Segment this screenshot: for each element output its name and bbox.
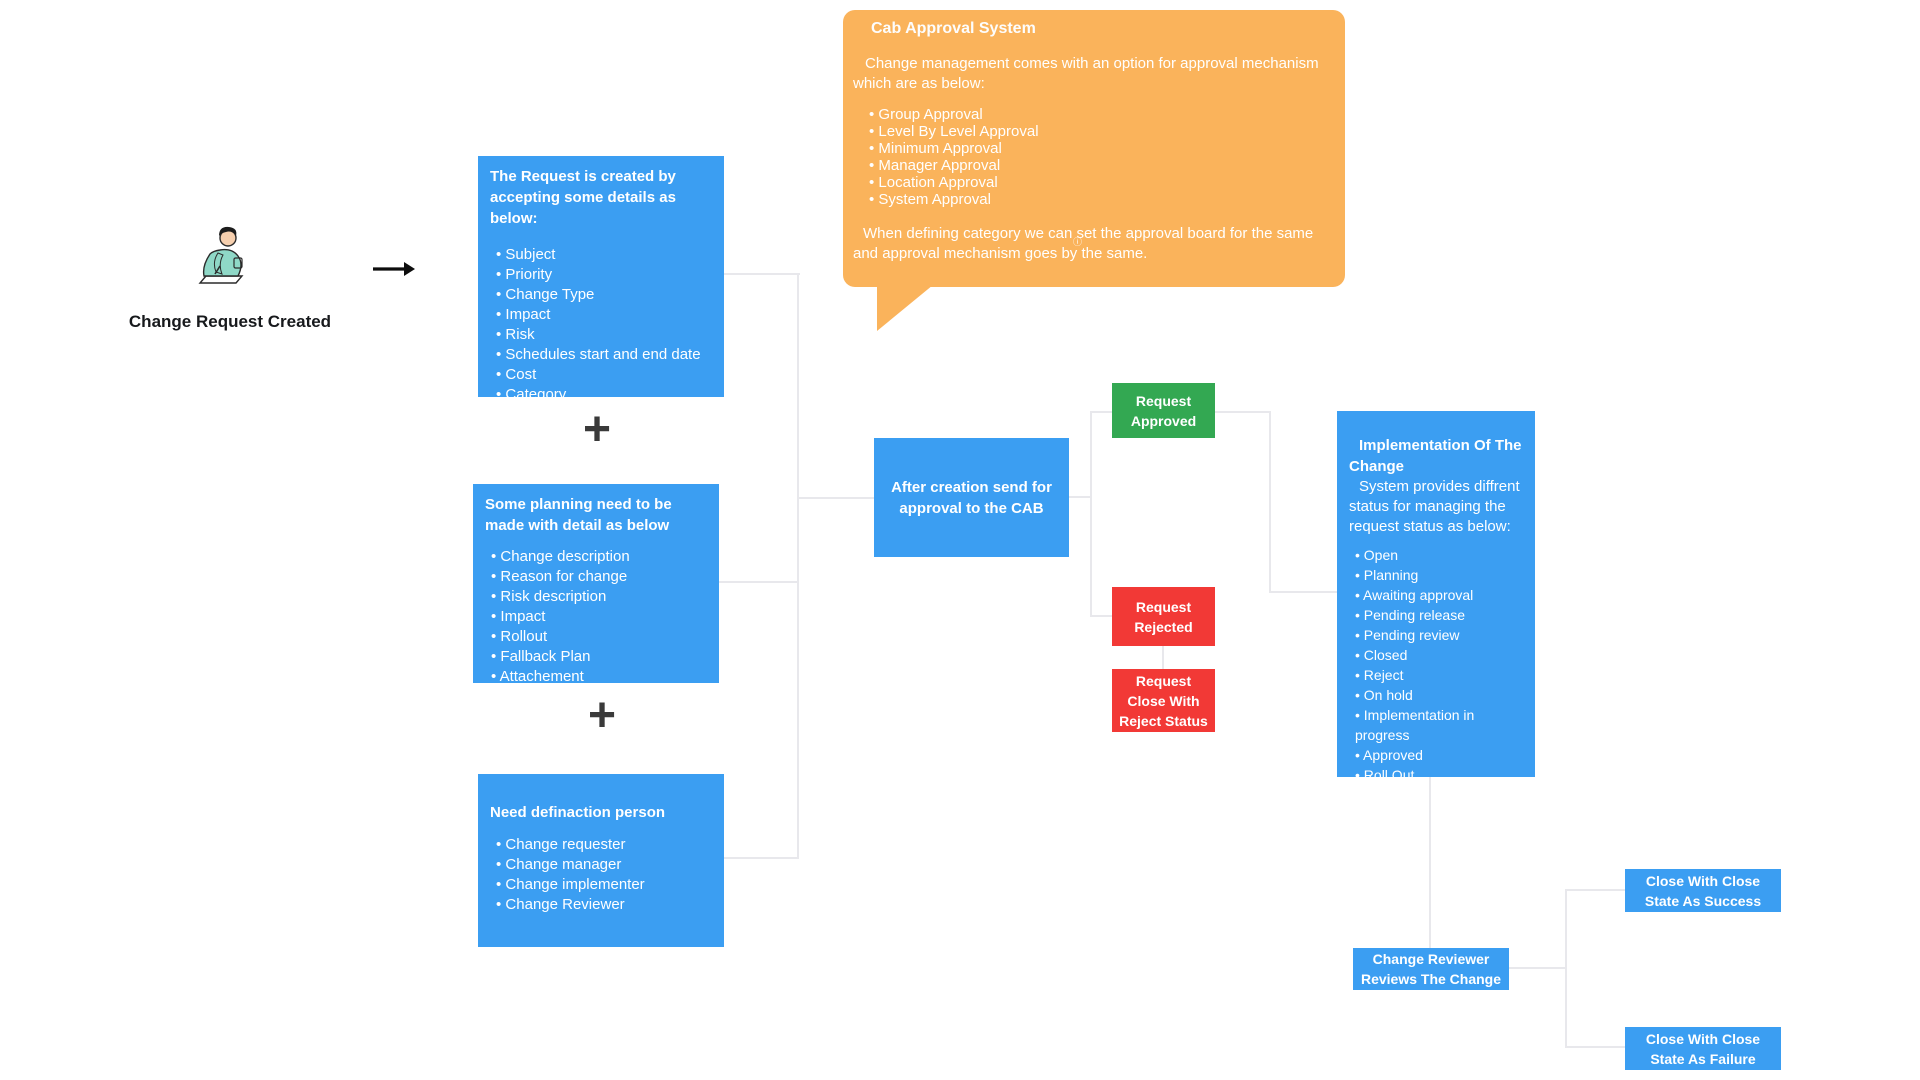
bullet-item: Level By Level Approval	[869, 123, 1331, 140]
bullet-item: Impact	[496, 305, 714, 325]
note-tail	[877, 285, 933, 331]
connector[interactable]	[1215, 411, 1271, 413]
connector[interactable]	[1162, 646, 1164, 670]
bullet-item: Approved	[1355, 745, 1527, 765]
bullet-item: Reject	[1355, 665, 1527, 685]
connector[interactable]	[1090, 411, 1092, 617]
bullet-item: Fallback Plan	[491, 647, 709, 667]
bullet-item: Cost	[496, 365, 714, 385]
node-bullet-list: SubjectPriorityChange TypeImpactRiskSche…	[490, 245, 714, 405]
node-label: Request Close With Reject Status	[1119, 672, 1208, 729]
node-title: Implementation Of The Change	[1349, 437, 1522, 475]
bullet-item: Change manager	[496, 855, 714, 875]
connector[interactable]	[797, 273, 799, 859]
node-request-approved[interactable]: Request Approved	[1112, 383, 1215, 438]
connector[interactable]	[1565, 889, 1567, 1048]
bullet-item: Change implementer	[496, 875, 714, 895]
connector[interactable]	[1090, 615, 1112, 617]
bullet-item: Change description	[491, 547, 709, 567]
note-bullet-list: Group ApprovalLevel By Level ApprovalMin…	[853, 106, 1331, 208]
bullet-item: Location Approval	[869, 174, 1331, 191]
node-label: Close With Close State As Failure	[1645, 1030, 1761, 1067]
connector[interactable]	[1269, 411, 1271, 593]
node-request-rejected[interactable]: Request Rejected	[1112, 587, 1215, 646]
node-request-details[interactable]: The Request is created by accepting some…	[478, 156, 724, 403]
node-close-success[interactable]: Close With Close State As Success	[1625, 869, 1781, 912]
connector[interactable]	[1069, 496, 1092, 498]
bullet-item: Risk	[496, 325, 714, 345]
connector[interactable]	[724, 273, 800, 275]
node-title: Some planning need to be made with detai…	[485, 496, 672, 534]
node-implementation[interactable]: Implementation Of The Change System prov…	[1337, 411, 1535, 783]
bullet-item: Pending release	[1355, 605, 1527, 625]
node-label: Change Reviewer Reviews The Change	[1360, 951, 1502, 987]
bullet-item: Risk description	[491, 587, 709, 607]
node-label: Request Approved	[1130, 392, 1197, 429]
bullet-item: Minimum Approval	[869, 140, 1331, 157]
bullet-item: Implementation in progress	[1355, 705, 1527, 745]
connector[interactable]	[1269, 591, 1337, 593]
bullet-item: Change Reviewer	[496, 895, 714, 915]
node-send-for-approval[interactable]: After creation send for approval to the …	[874, 438, 1069, 557]
actor-label: Change Request Created	[128, 312, 332, 331]
connector[interactable]	[797, 497, 874, 499]
node-title: Need definaction person	[490, 804, 666, 821]
note-title: Cab Approval System	[871, 20, 1036, 37]
bullet-item: Impact	[491, 607, 709, 627]
bullet-item: Schedules start and end date	[496, 345, 714, 365]
connector[interactable]	[724, 857, 799, 859]
connector[interactable]	[1565, 889, 1625, 891]
note-footer: When defining category we can set the ap…	[853, 225, 1314, 262]
bullet-item: Change requester	[496, 835, 714, 855]
note-intro: Change management comes with an option f…	[853, 55, 1319, 92]
bullet-item: On hold	[1355, 685, 1527, 705]
bullet-item: Group Approval	[869, 106, 1331, 123]
info-icon: ⓘ	[1073, 237, 1083, 247]
node-bullet-list: Change descriptionReason for changeRisk …	[485, 547, 709, 687]
plus-icon[interactable]: +	[587, 689, 617, 742]
bullet-item: Manager Approval	[869, 157, 1331, 174]
sticky-note-cab-approval[interactable]: Cab Approval System Change management co…	[843, 10, 1345, 331]
node-bullet-list: OpenPlanningAwaiting approvalPending rel…	[1349, 545, 1527, 785]
bullet-item: Subject	[496, 245, 714, 265]
node-planning[interactable]: Some planning need to be made with detai…	[473, 484, 719, 685]
bullet-item: Pending review	[1355, 625, 1527, 645]
bullet-item: Rollout	[491, 627, 709, 647]
node-subtitle: System provides diffrent status for mana…	[1349, 478, 1520, 535]
bullet-item: Reason for change	[491, 567, 709, 587]
node-title: The Request is created by accepting some…	[490, 168, 676, 227]
bullet-item: Closed	[1355, 645, 1527, 665]
node-change-reviewer[interactable]: Change Reviewer Reviews The Change	[1353, 948, 1509, 990]
bullet-item: Category	[496, 385, 714, 405]
bullet-item: Roll Out	[1355, 765, 1527, 785]
plus-icon[interactable]: +	[582, 403, 612, 456]
person-writing-illustration[interactable]	[192, 220, 264, 286]
connector[interactable]	[719, 581, 799, 583]
bullet-item: Planning	[1355, 565, 1527, 585]
bullet-item: Open	[1355, 545, 1527, 565]
bullet-item: Change Type	[496, 285, 714, 305]
connector[interactable]	[1090, 411, 1112, 413]
node-label: Close With Close State As Success	[1644, 872, 1762, 909]
bullet-item: System Approval	[869, 191, 1331, 208]
node-definaction-person[interactable]: Need definaction person Change requester…	[478, 774, 724, 947]
bullet-item: Priority	[496, 265, 714, 285]
connector[interactable]	[1429, 777, 1431, 949]
node-label: Request Rejected	[1134, 598, 1193, 635]
connector[interactable]	[1565, 1046, 1625, 1048]
bullet-item: Awaiting approval	[1355, 585, 1527, 605]
node-label: After creation send for approval to the …	[891, 478, 1052, 517]
arrow-icon[interactable]	[372, 258, 416, 280]
bullet-item: Attachement	[491, 667, 709, 687]
node-close-with-reject-status[interactable]: Request Close With Reject Status	[1112, 669, 1215, 732]
connector[interactable]	[1508, 967, 1566, 969]
node-close-failure[interactable]: Close With Close State As Failure	[1625, 1027, 1781, 1070]
node-bullet-list: Change requesterChange managerChange imp…	[490, 835, 714, 915]
